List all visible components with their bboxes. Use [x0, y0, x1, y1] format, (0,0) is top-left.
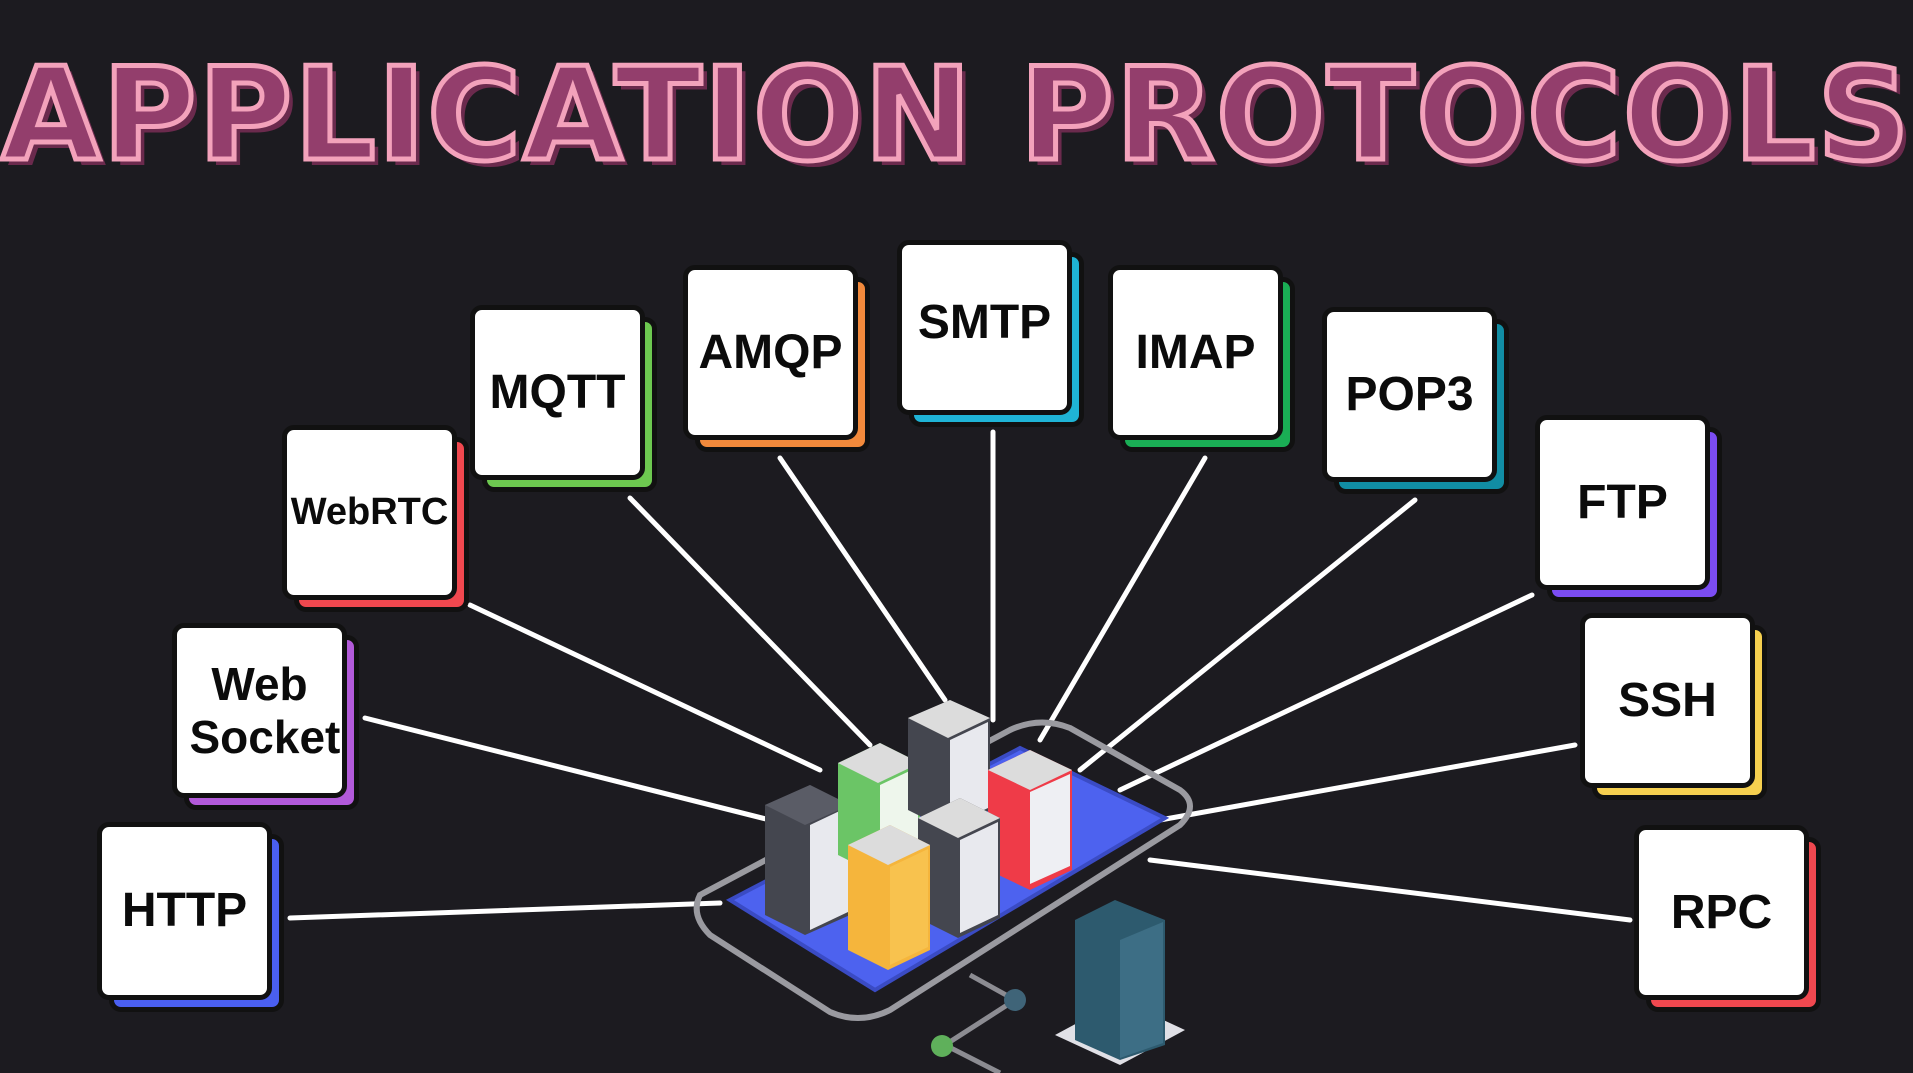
page-title: APPLICATION PROTOCOLS: [0, 41, 1912, 190]
protocol-label: SMTP: [917, 296, 1052, 349]
protocol-node-websocket: Web Socket: [172, 623, 359, 810]
protocol-node-ssh: SSH: [1580, 613, 1767, 800]
protocol-label: WebRTC: [290, 490, 449, 533]
protocol-label: RPC: [1670, 885, 1773, 939]
protocol-label: HTTP: [121, 884, 248, 938]
protocol-node-smtp: SMTP: [897, 240, 1084, 427]
protocol-label: POP3: [1345, 368, 1474, 421]
protocol-label: Web Socket: [189, 657, 341, 763]
protocol-node-imap: IMAP: [1108, 265, 1295, 452]
protocol-label: FTP: [1577, 476, 1668, 529]
protocol-label: MQTT: [489, 366, 626, 419]
protocol-node-rpc: RPC: [1634, 825, 1821, 1012]
protocol-label: IMAP: [1135, 326, 1256, 379]
protocol-node-ftp: FTP: [1535, 415, 1722, 602]
protocol-node-http: HTTP: [97, 822, 284, 1012]
server-cluster-illustration: [693, 700, 1193, 1073]
protocol-node-mqtt: MQTT: [470, 305, 657, 492]
protocol-node-pop3: POP3: [1322, 307, 1509, 494]
protocol-label: AMQP: [698, 326, 843, 379]
protocol-node-amqp: AMQP: [683, 265, 870, 452]
protocol-label: SSH: [1618, 674, 1717, 727]
protocol-node-webrtc: WebRTC: [282, 425, 469, 612]
